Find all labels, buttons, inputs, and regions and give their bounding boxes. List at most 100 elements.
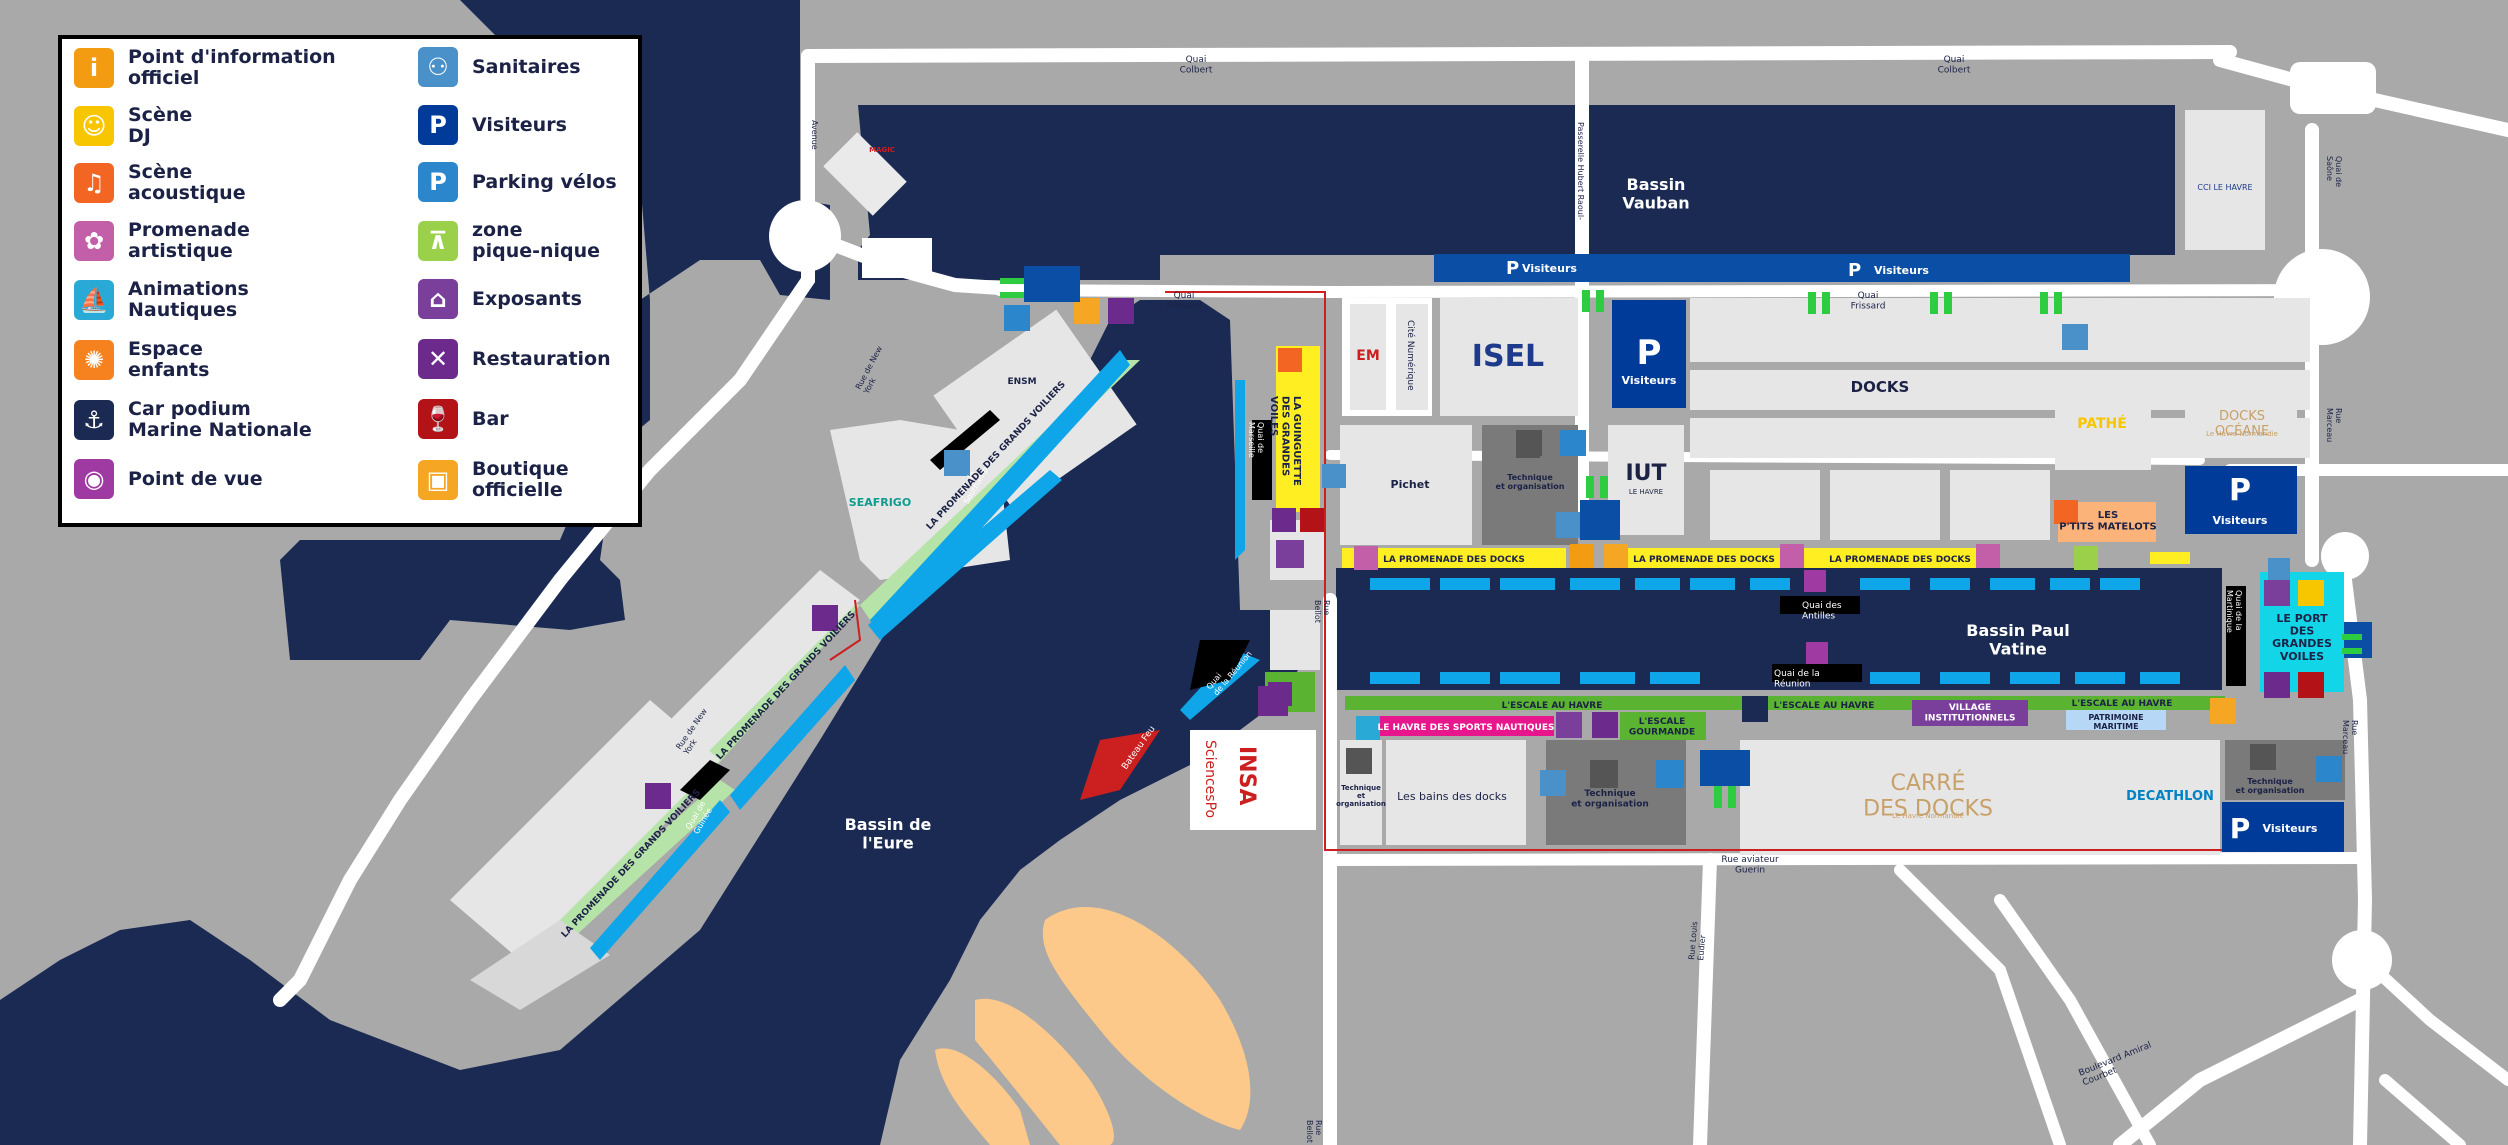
legend-label: zone pique-nique <box>472 219 601 262</box>
guinguette-zone <box>1276 346 1320 512</box>
label-pathe: PATHÉ <box>2077 415 2127 432</box>
visitor-parking-east <box>2185 466 2297 534</box>
label-docks: DOCKS <box>1851 378 1910 396</box>
legend-item: ☺ Scène DJ <box>74 105 192 147</box>
strip-promenade-1 <box>1342 548 1566 568</box>
strip-promenade-1-label: LA PROMENADE DES DOCKS <box>1383 555 1525 565</box>
kids-icon: ✺ <box>74 340 114 380</box>
strip-promenade-3 <box>1828 548 1976 568</box>
legend-label: Point d'information officiel <box>128 46 336 89</box>
dj-stage-icon: ☺ <box>74 106 114 146</box>
street-avenue: Avenue <box>810 120 819 150</box>
label-visiteurs-east: Visiteurs <box>2213 514 2268 527</box>
label-seafrigo: SEAFRIGO <box>849 496 911 509</box>
legend-item: ⚇ Sanitaires <box>418 47 581 87</box>
label-visiteurs-bar-2: Visiteurs <box>1874 264 1929 277</box>
legend-item: 🍷 Bar <box>418 399 509 439</box>
legend-item: ✕ Restauration <box>418 339 611 379</box>
label-insa: INSA <box>1234 746 1259 805</box>
legend-label: Scène DJ <box>128 104 193 147</box>
legend-item: i Point d'information officiel <box>74 47 336 89</box>
street-quai-saone: Quai deSaône <box>2325 156 2343 187</box>
bar-icon: 🍷 <box>418 399 458 439</box>
map-pins <box>645 266 2372 809</box>
label-sciences-po: SciencesPo <box>1202 740 1218 818</box>
label-cci: CCI LE HAVRE <box>2197 183 2252 192</box>
legend-label: Bar <box>472 407 509 430</box>
strip-escale-3-label: L'ESCALE AU HAVRE <box>2072 699 2173 709</box>
street-rue-bellot-bottom: RueBellot <box>1305 1120 1323 1143</box>
legend-item: ✿ Promenade artistique <box>74 220 250 262</box>
label-guinguette: LA GUINGUETTEDES GRANDESVOILES <box>1268 396 1302 486</box>
label-magic: MAGIC <box>869 146 895 154</box>
legend-label: Restauration <box>472 347 611 370</box>
info-icon: i <box>74 48 114 88</box>
legend-label: Sanitaires <box>472 55 581 78</box>
sailboat-icon: ⛵ <box>74 280 114 320</box>
toilets-icon: ⚇ <box>418 47 458 87</box>
legend-label: Scène acoustique <box>128 161 246 204</box>
street-rue-marceau-1: RueMarceau <box>2325 408 2343 442</box>
legend-item: P Visiteurs <box>418 105 567 145</box>
art-walk-icon: ✿ <box>74 221 114 261</box>
label-iut-sub: LE HAVRE <box>1629 488 1663 496</box>
legend-label: Car podium Marine Nationale <box>128 398 312 441</box>
legend-item: ⚓Car podium Marine Nationale <box>74 399 312 441</box>
label-pichet: Pichet <box>1391 478 1430 491</box>
label-iut: IUT <box>1625 461 1666 486</box>
legend-label: Promenade artistique <box>128 219 250 262</box>
label-cite-numerique: Cité Numérique <box>1405 320 1416 391</box>
bateau-feu <box>1080 730 1160 800</box>
bike-parking-icon: P <box>418 162 458 202</box>
label-docks-oceane-sub: Le Havre Normandie <box>2206 430 2278 438</box>
strip-escale-2-label: L'ESCALE AU HAVRE <box>1774 701 1875 711</box>
shop-icon: ▣ <box>418 460 458 500</box>
picnic-icon: ⊼ <box>418 221 458 261</box>
street-rue-bellot: RueBellot <box>1313 600 1331 623</box>
channels <box>590 350 2180 960</box>
label-p-bar-1: P <box>1506 258 1519 279</box>
restaurant-icon: ✕ <box>418 339 458 379</box>
label-bains-docks: Les bains des docks <box>1397 790 1507 803</box>
parking-icon: P <box>418 105 458 145</box>
acoustic-stage-icon: ♫ <box>74 163 114 203</box>
strip-havre-sports-label: LE HAVRE DES SPORTS NAUTIQUES <box>1378 723 1555 733</box>
legend-item: ◉Point de vue <box>74 459 263 499</box>
strip-promenade-2 <box>1604 548 1828 568</box>
legend-item: ▣Boutique officielle <box>418 459 569 501</box>
roundabout-west <box>769 200 841 272</box>
legend-label: Point de vue <box>128 467 263 490</box>
label-visiteurs-bar-1: Visiteurs <box>1522 262 1577 275</box>
legend-label: Animations Nautiques <box>128 278 249 321</box>
legend-item: ✺Espace enfants <box>74 339 209 381</box>
legend-item: ⛵ Animations Nautiques <box>74 279 249 321</box>
label-em: EM <box>1356 348 1380 364</box>
label-ensm: ENSM <box>1007 377 1036 387</box>
label-p-bar-2: P <box>1848 260 1861 281</box>
strip-havre-sports <box>1378 716 1554 736</box>
street-passerelle: Passerelle Hubert Raoul- <box>1576 122 1585 220</box>
legend-label: Visiteurs <box>472 113 567 136</box>
sand-spits <box>935 907 1251 1145</box>
legend-item: ⌂Exposants <box>418 279 582 319</box>
label-isel: ISEL <box>1472 339 1544 374</box>
map-legend: i Point d'information officiel ☺ Scène DJ ♫ S… <box>58 35 642 527</box>
street-rue-marceau-2: RueMarceau <box>2341 720 2359 754</box>
